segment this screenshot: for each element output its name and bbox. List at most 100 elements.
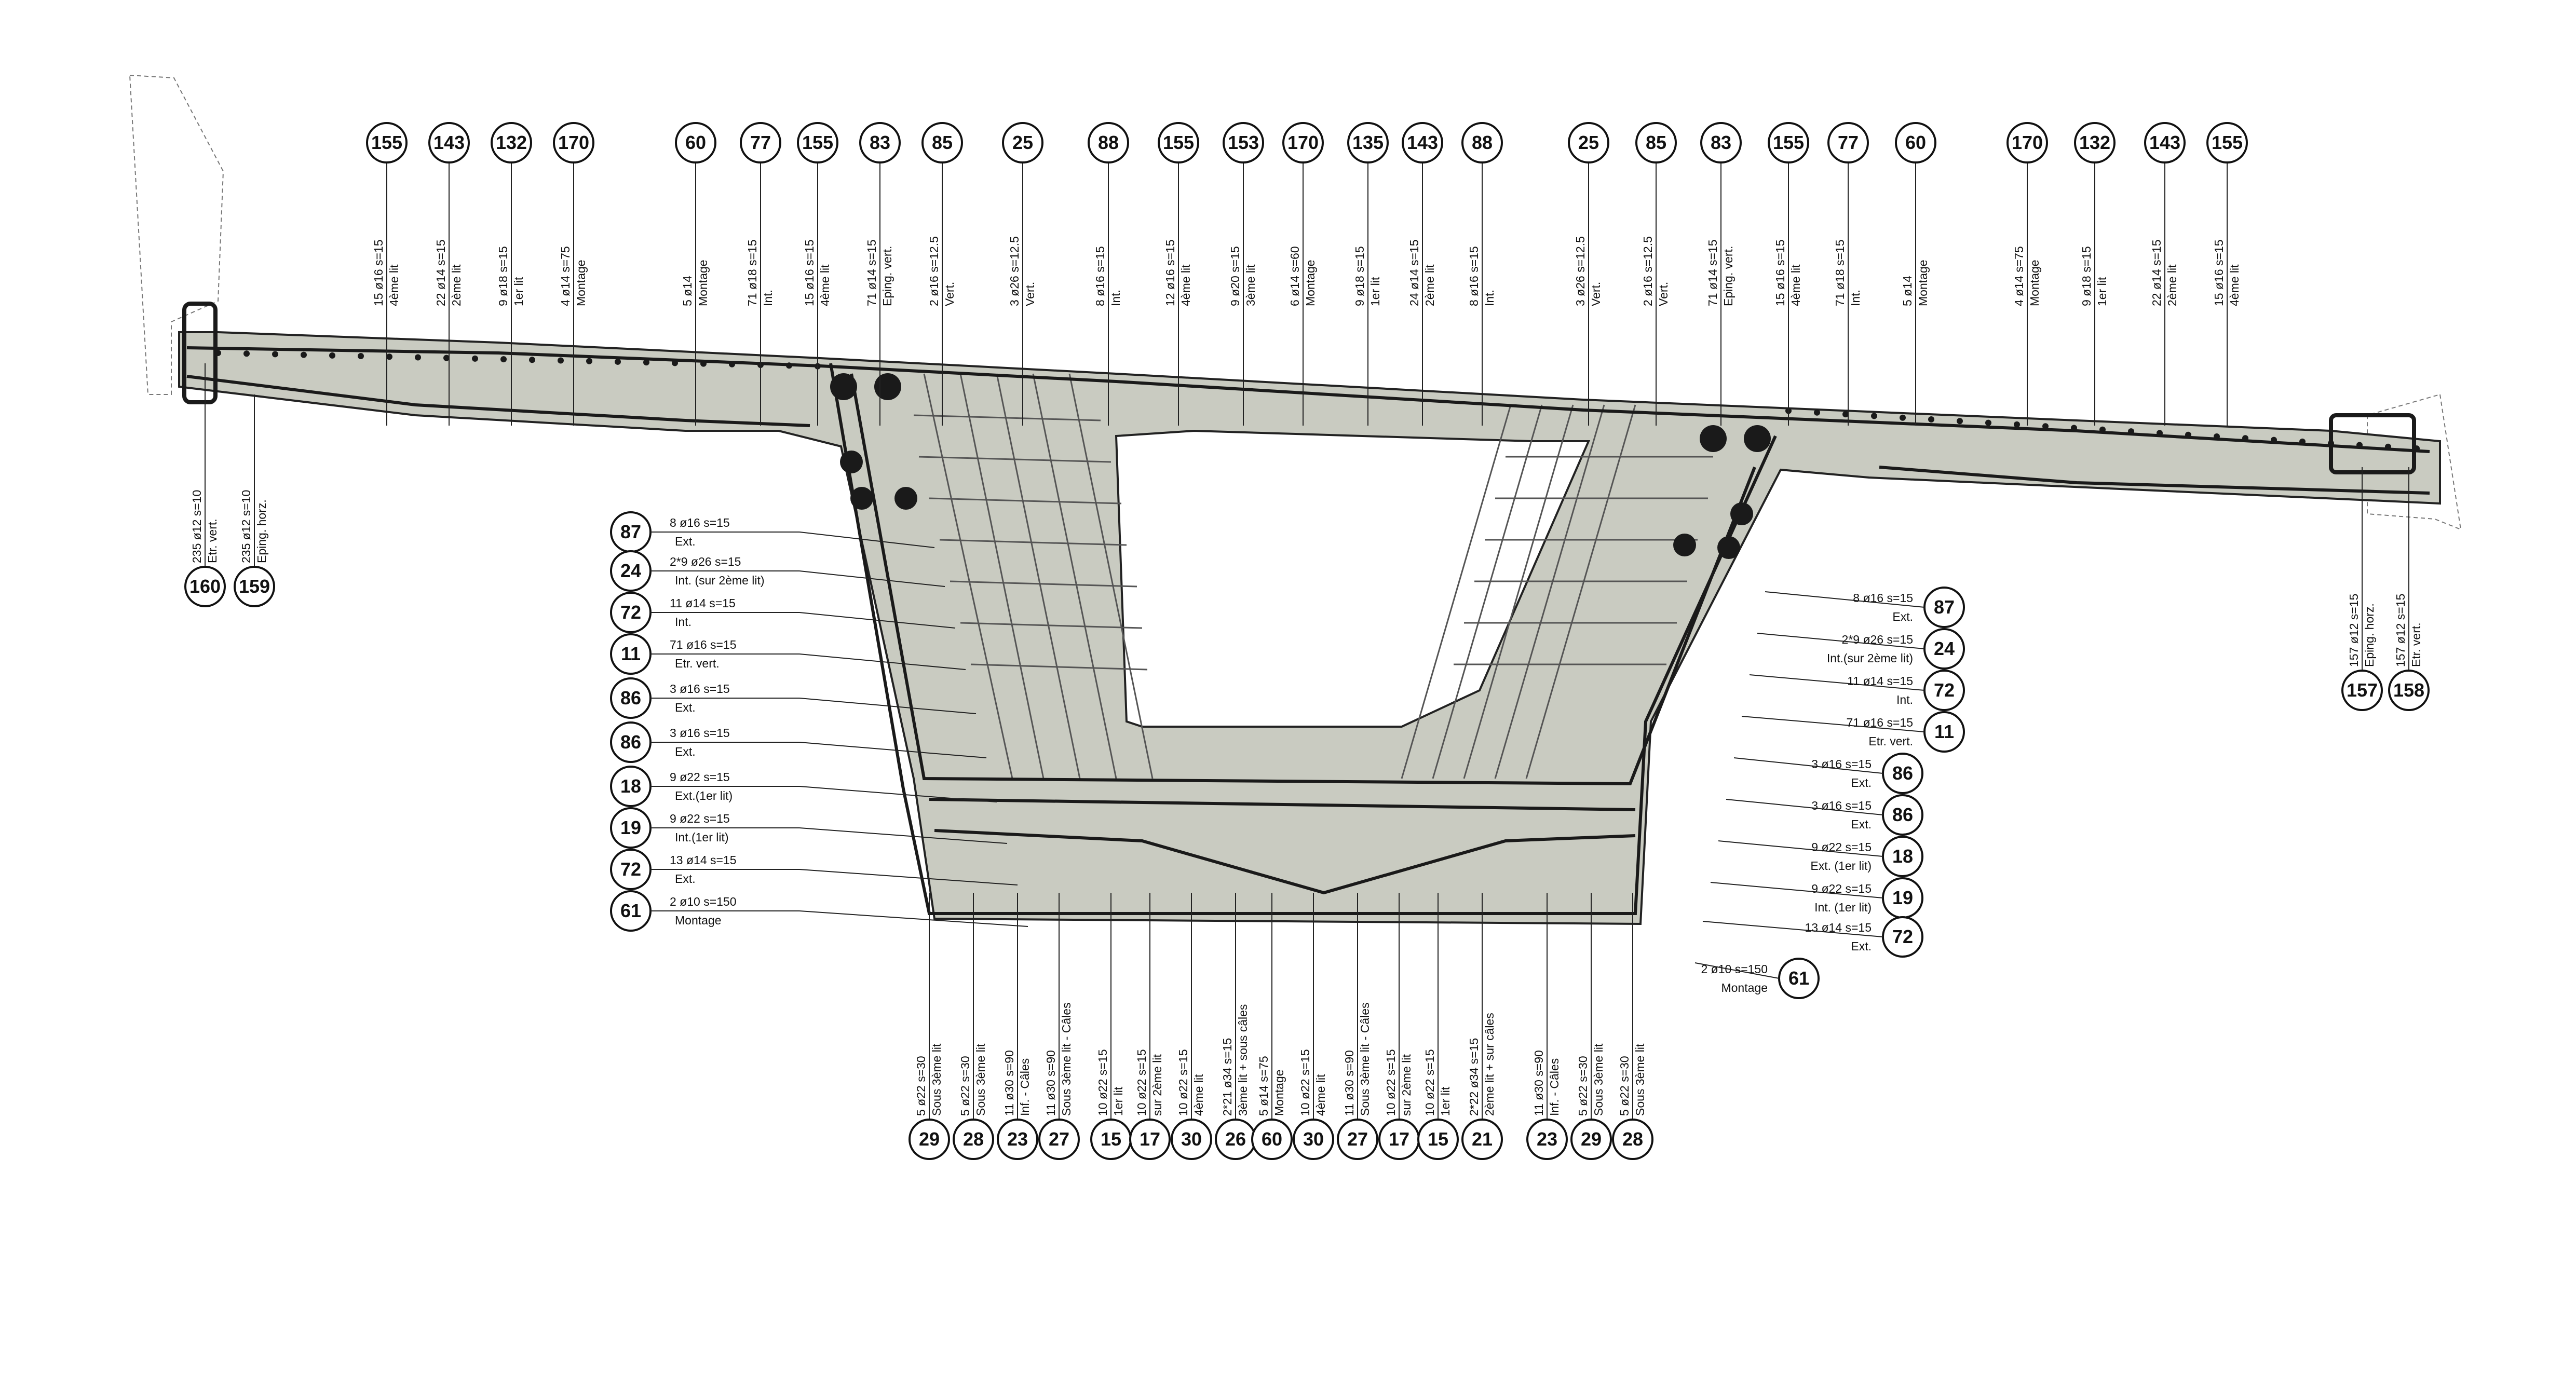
right-label-desc: Int.(sur 2ème lit) (1827, 651, 1913, 665)
bottom-label-number: 27 (1347, 1128, 1368, 1150)
bottom-label-number: 15 (1101, 1128, 1121, 1150)
side-label-desc: Etr. vert. (206, 519, 219, 563)
left-label-number: 11 (621, 643, 641, 664)
top-label-desc: Vert. (1023, 282, 1037, 306)
bottom-label-number: 17 (1389, 1128, 1409, 1150)
left-label-spec: 13 ø14 s=15 (670, 853, 737, 867)
top-label-number: 155 (1773, 132, 1804, 153)
bottom-label-desc: Inf. - Câles (1548, 1058, 1561, 1116)
top-label-circle (1223, 122, 1264, 163)
top-label-spec: 22 ø14 s=15 (2150, 239, 2163, 306)
left-label-spec: 3 ø16 s=15 (670, 682, 730, 696)
top-label-desc: 4ème lit (1179, 264, 1192, 306)
top-label-circle (1461, 122, 1503, 163)
left-label-desc: Int.(1er lit) (675, 830, 729, 844)
top-label-number: 170 (1287, 132, 1319, 153)
top-label-circle (921, 122, 963, 163)
top-label-desc: 1er lit (1368, 277, 1382, 306)
top-label-spec: 15 ø16 s=15 (1773, 239, 1787, 306)
left-label-desc: Int. (sur 2ème lit) (675, 574, 765, 587)
right-label-desc: Ext. (1851, 776, 1872, 789)
top-label-desc: Montage (574, 260, 588, 306)
top-label-spec: 24 ø14 s=15 (1407, 239, 1421, 306)
top-label-number: 143 (1407, 132, 1438, 153)
top-label-circle (1768, 122, 1809, 163)
bottom-label-number: 60 (1262, 1128, 1282, 1150)
bottom-label-desc: Montage (1272, 1069, 1286, 1116)
top-label-number: 85 (1646, 132, 1666, 153)
bottom-label-circle (1293, 1119, 1334, 1160)
bottom-label-number: 30 (1181, 1128, 1202, 1150)
bottom-label-desc: Sous 3ème lit (1633, 1043, 1647, 1116)
side-label-desc: Eping. horz. (255, 499, 268, 563)
bottom-label-desc: Sous 3ème lit - Câles (1358, 1002, 1372, 1116)
bottom-label-number: 29 (919, 1128, 940, 1150)
bottom-label-circle (1251, 1119, 1293, 1160)
left-label-desc: Ext.(1er lit) (675, 789, 733, 802)
left-label-number: 86 (620, 687, 641, 708)
left-label-number: 72 (620, 602, 641, 623)
top-label-desc: 2ème lit (1423, 264, 1436, 306)
left-label-spec: 11 ø14 s=15 (670, 596, 736, 610)
bottom-label-spec: 10 ø22 s=15 (1096, 1049, 1109, 1116)
small-rebar-dots (215, 350, 2420, 452)
top-label-spec: 5 ø14 (1901, 276, 1914, 306)
bottom-label-desc: 4ème lit (1192, 1074, 1205, 1116)
top-label-circle (1402, 122, 1443, 163)
left-label-desc: Ext. (675, 745, 696, 758)
bottom-label-circle (997, 1119, 1038, 1160)
side-label-spec: 235 ø12 s=10 (190, 490, 204, 563)
side-label-spec: 235 ø12 s=10 (239, 490, 253, 563)
top-label-circle (675, 122, 716, 163)
top-label-spec: 3 ø26 s=12.5 (1008, 236, 1021, 306)
top-label-desc: 1er lit (2095, 277, 2109, 306)
right-label-number: 19 (1892, 887, 1913, 908)
bottom-label-desc: 4ème lit (1314, 1074, 1327, 1116)
left-label-number: 19 (620, 817, 641, 838)
top-label-number: 83 (870, 132, 890, 153)
bottom-label-spec: 10 ø22 s=15 (1298, 1049, 1312, 1116)
bottom-label-desc: Inf. - Câles (1018, 1058, 1032, 1116)
right-label-desc: Ext. (1851, 817, 1872, 831)
top-label-circle (2206, 122, 2248, 163)
top-label-number: 60 (685, 132, 706, 153)
right-label-desc: Ext. (1851, 939, 1872, 953)
bottom-label-spec: 2*21 ø34 s=15 (1221, 1038, 1234, 1116)
top-label-circle (366, 122, 408, 163)
left-label-spec: 9 ø22 s=15 (670, 812, 730, 825)
right-label-number: 86 (1892, 804, 1913, 825)
right-label-spec: 2*9 ø26 s=15 (1842, 633, 1913, 646)
top-label-desc: Montage (1304, 260, 1317, 306)
right-label-number: 18 (1892, 846, 1913, 867)
top-label-spec: 22 ø14 s=15 (434, 239, 448, 306)
